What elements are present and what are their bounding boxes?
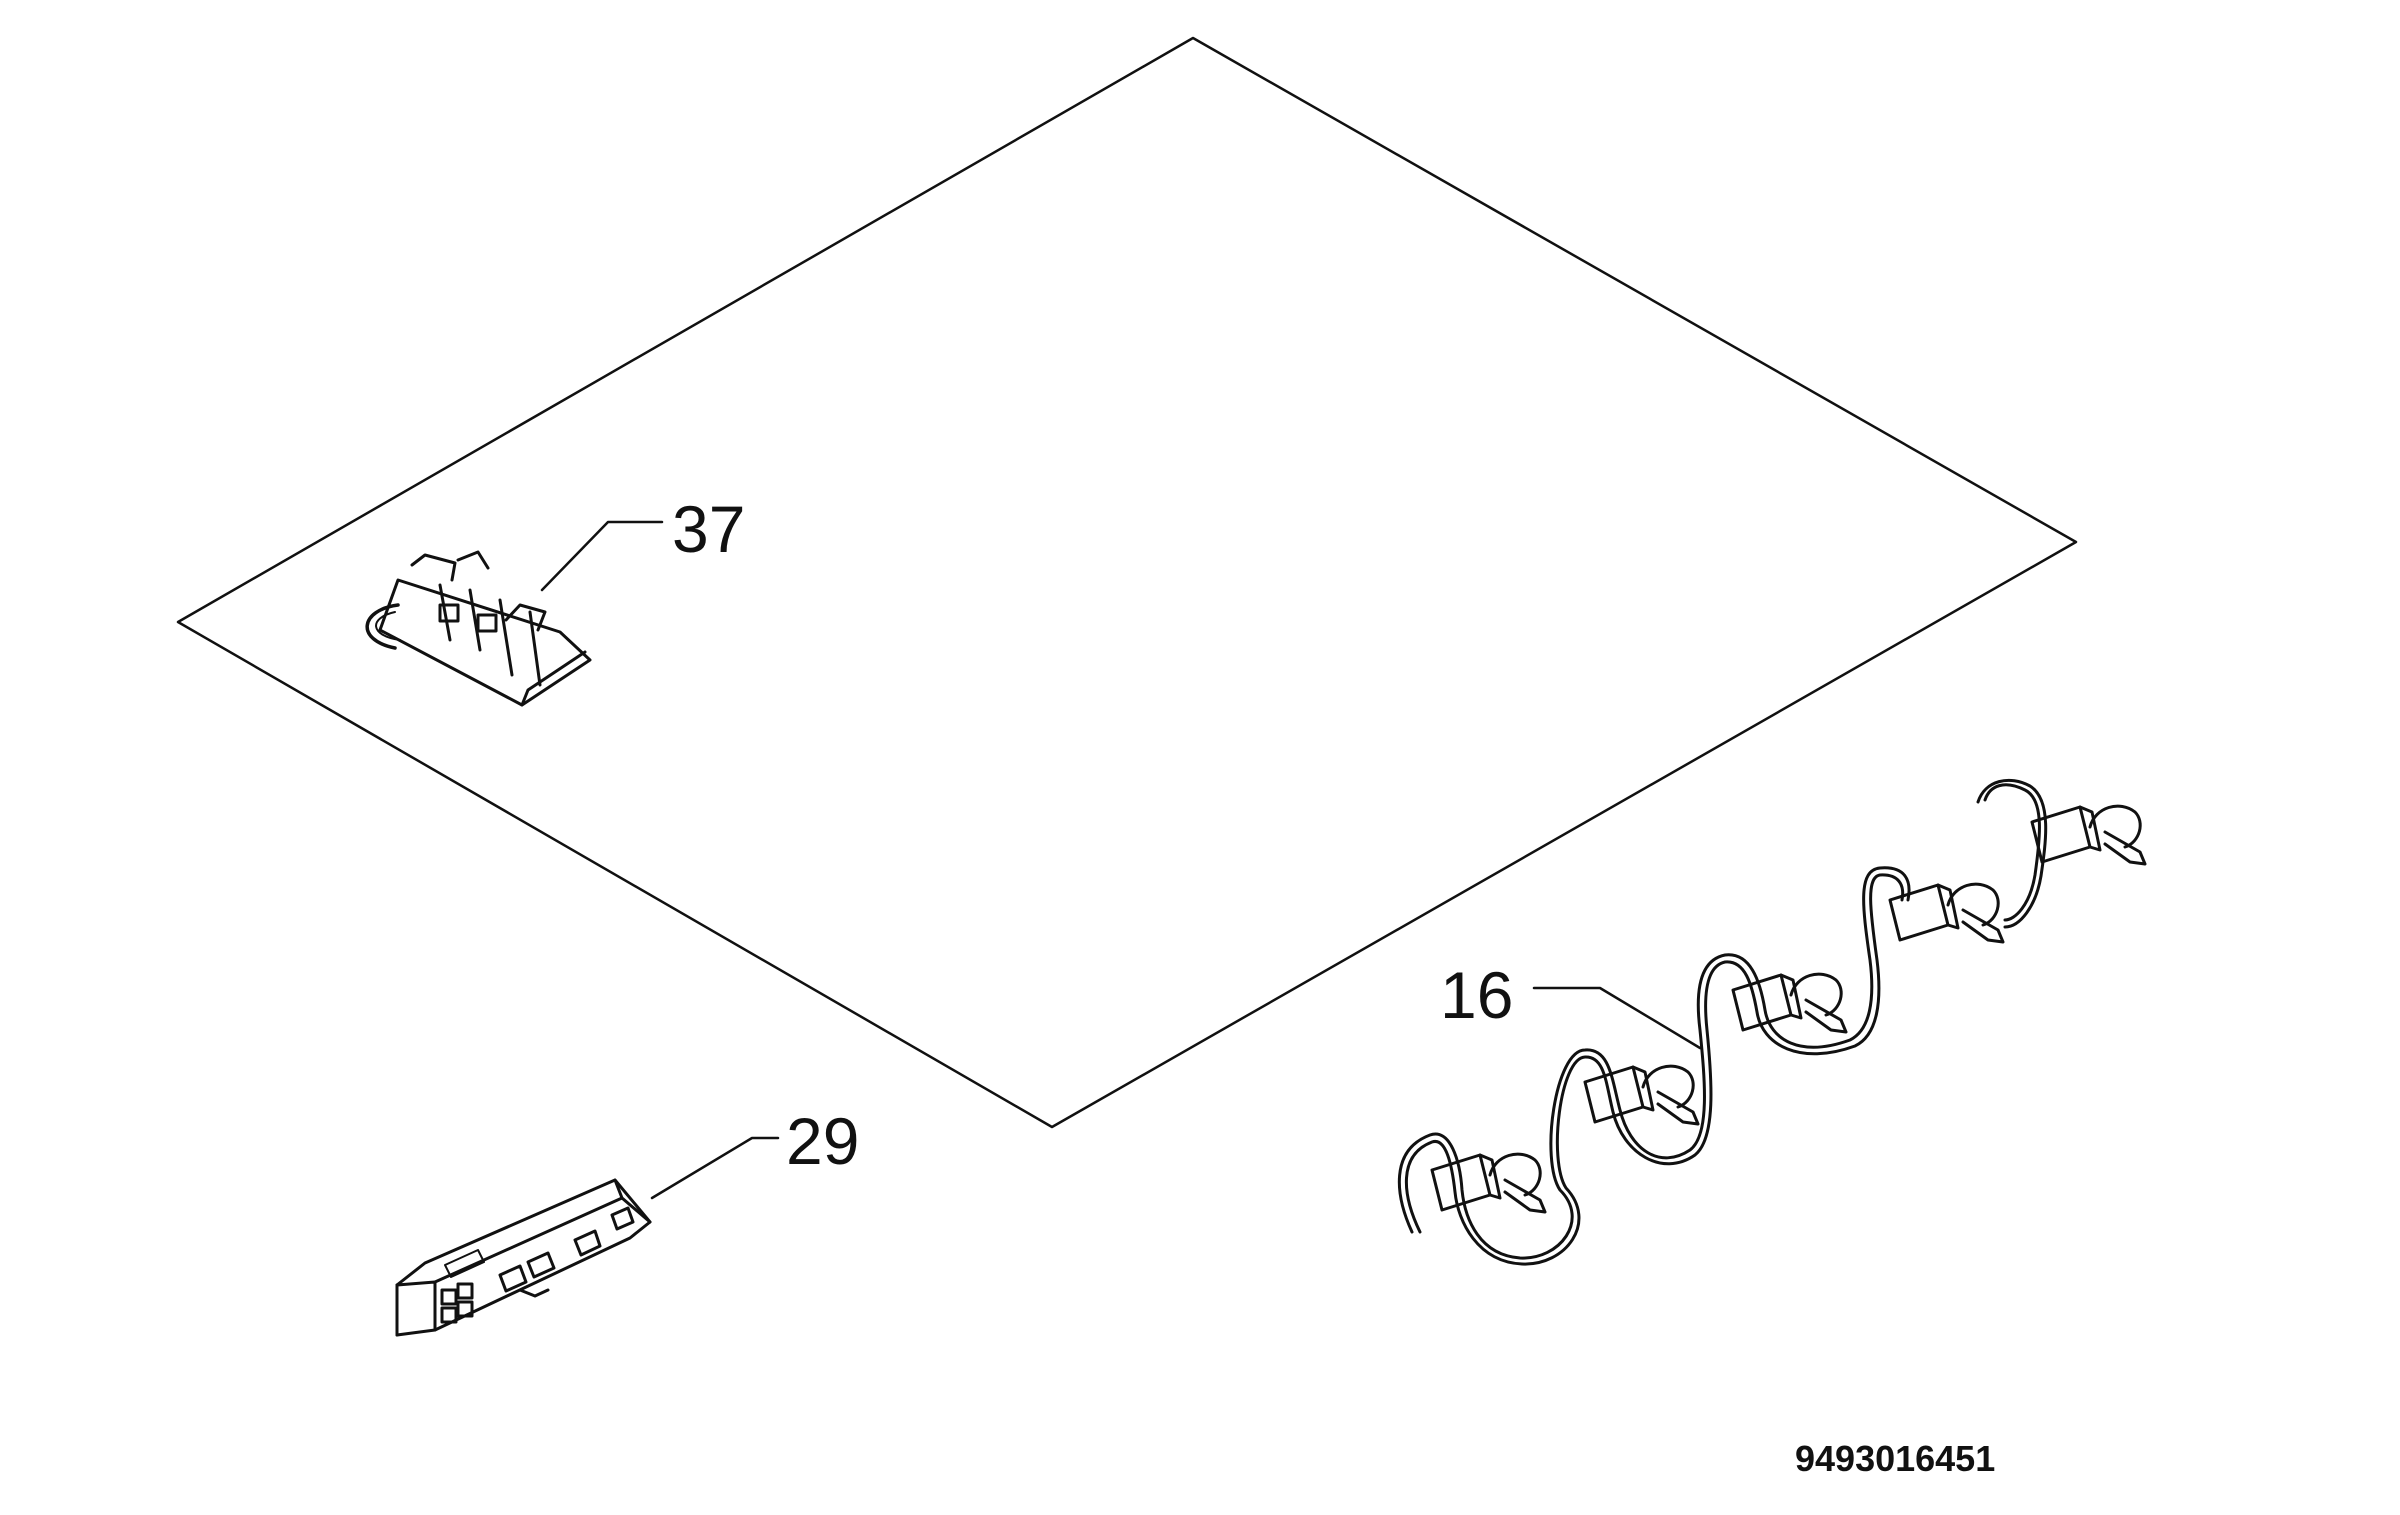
callout-16: 16 [1440, 958, 1514, 1032]
switch-unit-2 [1583, 1064, 1700, 1126]
switch-unit-4 [1888, 882, 2005, 944]
leader-line-37 [540, 520, 664, 592]
hob-top-panel [176, 36, 2078, 1129]
switch-unit-3 [1731, 972, 1848, 1034]
callout-29: 29 [786, 1104, 860, 1178]
switch-unit-5 [2030, 804, 2147, 866]
document-number: 9493016451 [1795, 1438, 1996, 1479]
switch-unit-1 [1430, 1152, 1547, 1214]
terminal-block-part-37 [365, 550, 592, 707]
ignition-switch-harness-part-16 [1397, 778, 2147, 1266]
callout-37: 37 [672, 492, 746, 566]
leader-line-16 [1532, 986, 1702, 1050]
ignition-generator-part-29 [395, 1178, 652, 1337]
leader-line-29 [650, 1136, 780, 1200]
